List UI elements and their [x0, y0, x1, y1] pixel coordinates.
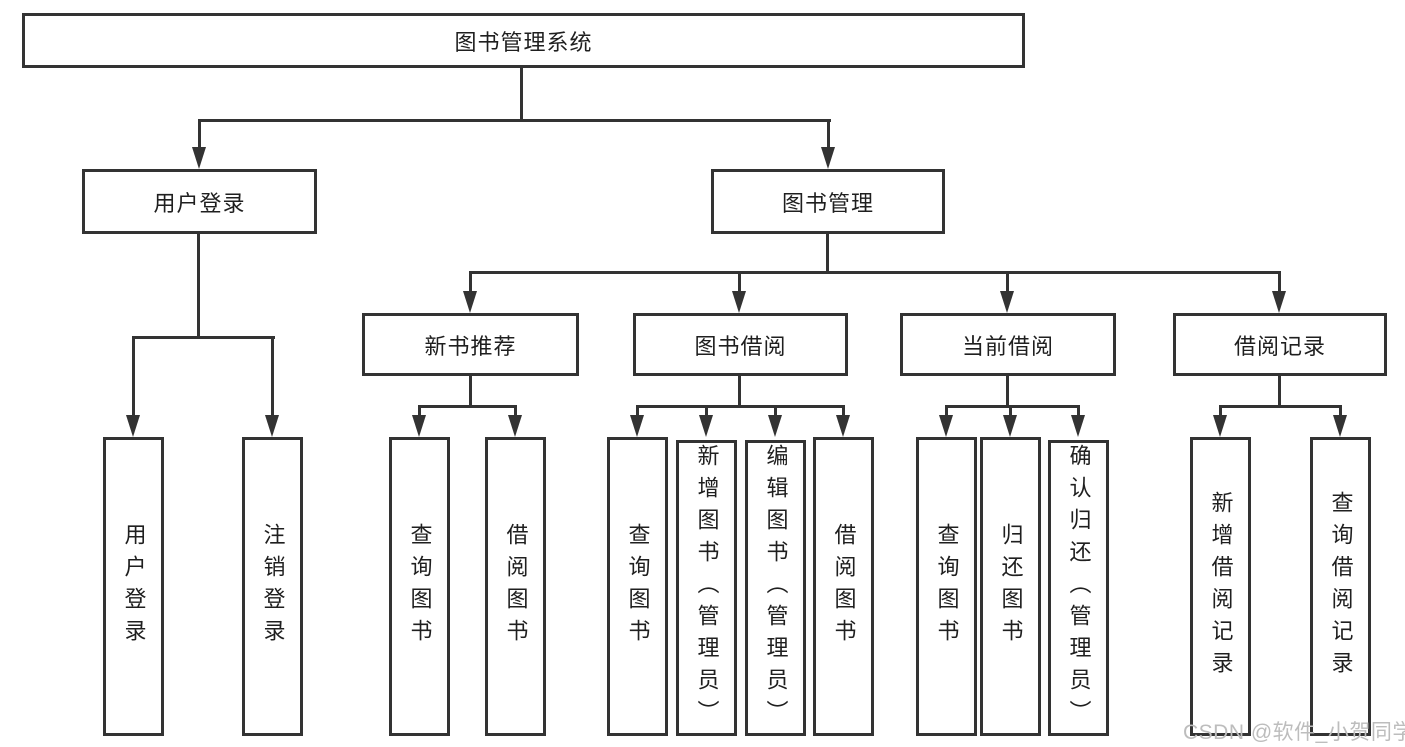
leaf-borrow-book: 借阅图书 [813, 437, 874, 736]
node-label: 图书管理系统 [454, 29, 593, 55]
connector-line [1009, 405, 1012, 417]
node-root-system: 图书管理系统 [22, 13, 1025, 68]
connector-line [1278, 271, 1281, 293]
connector-line [738, 271, 741, 293]
leaf-borrow-book-recommend: 借阅图书 [485, 437, 546, 736]
node-label: 新书推荐 [424, 333, 517, 359]
node-label: 归还图书 [998, 522, 1024, 651]
arrowhead-down-icon [412, 415, 426, 437]
connector-line [945, 405, 1080, 408]
connector-line [1077, 405, 1080, 417]
arrowhead-down-icon [1000, 291, 1014, 313]
node-label: 用户登录 [153, 190, 246, 216]
connector-line [1006, 271, 1009, 293]
node-label: 新增借阅记录 [1208, 490, 1234, 683]
node-new-book-recommend: 新书推荐 [362, 313, 579, 376]
connector-line [198, 119, 831, 122]
connector-line [738, 375, 741, 408]
connector-line [469, 271, 1281, 274]
connector-line [132, 336, 275, 339]
arrowhead-down-icon [768, 415, 782, 437]
node-label: 借阅图书 [831, 522, 857, 651]
leaf-query-borrow-record: 查询借阅记录 [1310, 437, 1371, 736]
node-label: 确认归还（管理员） [1066, 444, 1092, 732]
node-label: 图书管理 [781, 190, 874, 216]
node-label: 编辑图书（管理员） [763, 444, 789, 732]
leaf-confirm-return-admin: 确认归还（管理员） [1048, 440, 1109, 736]
connector-line [945, 405, 948, 417]
connector-line [271, 336, 274, 416]
arrowhead-down-icon [463, 291, 477, 313]
connector-line [636, 405, 639, 417]
connector-line [1219, 405, 1342, 408]
arrowhead-down-icon [821, 147, 835, 169]
node-label: 借阅图书 [503, 522, 529, 651]
leaf-logout: 注销登录 [242, 437, 303, 736]
connector-line [774, 405, 777, 417]
node-borrow-records: 借阅记录 [1173, 313, 1387, 376]
connector-line [1278, 375, 1281, 408]
arrowhead-down-icon [1071, 415, 1085, 437]
node-current-borrow: 当前借阅 [900, 313, 1116, 376]
connector-line [636, 405, 845, 408]
connector-line [198, 119, 201, 149]
node-label: 查询借阅记录 [1328, 490, 1354, 683]
connector-line [1339, 405, 1342, 417]
node-book-borrow: 图书借阅 [633, 313, 848, 376]
node-label: 查询图书 [934, 522, 960, 651]
connector-line [418, 405, 421, 417]
arrowhead-down-icon [1333, 415, 1347, 437]
connector-line [514, 405, 517, 417]
arrowhead-down-icon [126, 415, 140, 437]
connector-line [827, 119, 830, 149]
leaf-query-book-borrow: 查询图书 [607, 437, 668, 736]
connector-line [469, 271, 472, 293]
arrowhead-down-icon [1272, 291, 1286, 313]
arrowhead-down-icon [1213, 415, 1227, 437]
node-label: 用户登录 [121, 522, 147, 651]
node-book-management: 图书管理 [711, 169, 945, 234]
connector-line [469, 375, 472, 408]
connector-line [418, 405, 517, 408]
connector-line [1219, 405, 1222, 417]
connector-line [842, 405, 845, 417]
leaf-edit-book-admin: 编辑图书（管理员） [745, 440, 806, 736]
leaf-add-borrow-record: 新增借阅记录 [1190, 437, 1251, 736]
csdn-watermark: CSDN @软件_小贺同学 [1183, 721, 1405, 744]
connector-line [520, 64, 523, 122]
node-label: 图书借阅 [694, 333, 787, 359]
leaf-query-book-recommend: 查询图书 [389, 437, 450, 736]
node-label: 借阅记录 [1233, 333, 1326, 359]
arrowhead-down-icon [508, 415, 522, 437]
leaf-user-login: 用户登录 [103, 437, 164, 736]
connector-line [132, 336, 135, 416]
node-label: 查询图书 [407, 522, 433, 651]
node-user-login: 用户登录 [82, 169, 317, 234]
connector-line [705, 405, 708, 417]
connector-line [1006, 375, 1009, 408]
arrowhead-down-icon [192, 147, 206, 169]
leaf-add-book-admin: 新增图书（管理员） [676, 440, 737, 736]
leaf-query-book-current: 查询图书 [916, 437, 977, 736]
arrowhead-down-icon [1003, 415, 1017, 437]
arrowhead-down-icon [836, 415, 850, 437]
connector-line [197, 233, 200, 339]
arrowhead-down-icon [732, 291, 746, 313]
node-label: 查询图书 [625, 522, 651, 651]
arrowhead-down-icon [699, 415, 713, 437]
leaf-return-book: 归还图书 [980, 437, 1041, 736]
connector-line [826, 233, 829, 274]
node-label: 当前借阅 [961, 333, 1054, 359]
arrowhead-down-icon [265, 415, 279, 437]
arrowhead-down-icon [939, 415, 953, 437]
node-label: 新增图书（管理员） [694, 444, 720, 732]
node-label: 注销登录 [260, 522, 286, 651]
arrowhead-down-icon [630, 415, 644, 437]
